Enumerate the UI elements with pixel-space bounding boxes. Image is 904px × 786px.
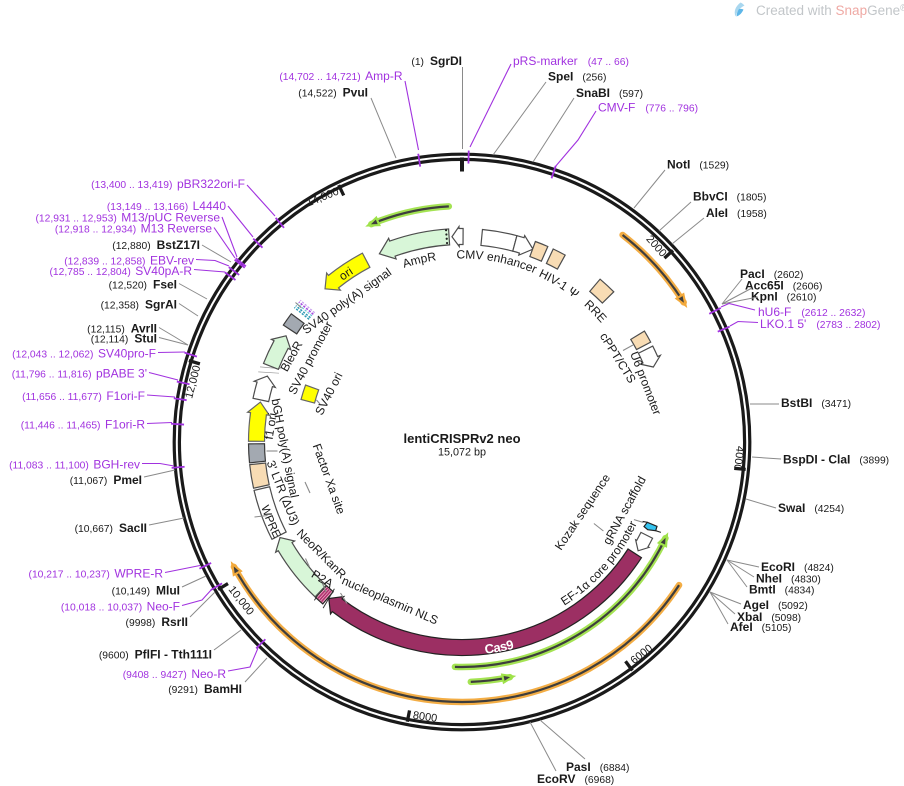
svg-text:(12,358)SgrAI: (12,358)SgrAI xyxy=(101,297,177,311)
svg-text:LKO.1 5'(2783 .. 2802): LKO.1 5'(2783 .. 2802) xyxy=(760,317,880,331)
svg-text:(11,796 .. 11,816)pBABE 3': (11,796 .. 11,816)pBABE 3' xyxy=(12,366,147,380)
svg-text:(12,043 .. 12,062)SV40pro-F: (12,043 .. 12,062)SV40pro-F xyxy=(12,346,156,360)
svg-text:XbaI(5098): XbaI(5098) xyxy=(737,610,801,624)
svg-text:BmtI(4834): BmtI(4834) xyxy=(749,582,814,596)
svg-text:(13,400 .. 13,419)pBR322ori-F: (13,400 .. 13,419)pBR322ori-F xyxy=(91,177,245,191)
svg-text:PasI(6884): PasI(6884) xyxy=(566,760,629,774)
svg-text:(12,785 .. 12,804)SV40pA-R: (12,785 .. 12,804)SV40pA-R xyxy=(50,264,193,278)
svg-text:8000: 8000 xyxy=(412,710,438,725)
svg-text:SnaBI(597): SnaBI(597) xyxy=(576,86,643,100)
svg-text:(9291)BamHI: (9291)BamHI xyxy=(168,682,242,696)
svg-text:BspDI - ClaI(3899): BspDI - ClaI(3899) xyxy=(783,452,889,466)
svg-text:KpnI(2610): KpnI(2610) xyxy=(751,289,816,303)
svg-text:(11,083 .. 11,100)BGH-rev: (11,083 .. 11,100)BGH-rev xyxy=(9,457,140,471)
svg-text:AfeI(5105): AfeI(5105) xyxy=(730,620,791,634)
svg-text:(12,931 .. 12,953)M13/pUC Reve: (12,931 .. 12,953)M13/pUC Reverse xyxy=(36,210,221,224)
svg-text:AleI(1958): AleI(1958) xyxy=(706,206,767,220)
svg-text:SwaI(4254): SwaI(4254) xyxy=(778,501,844,515)
svg-text:(10,667)SacII: (10,667)SacII xyxy=(75,521,147,535)
svg-text:15,072 bp: 15,072 bp xyxy=(438,446,486,458)
svg-text:(13,149 .. 13,166)L4440: (13,149 .. 13,166)L4440 xyxy=(107,199,226,213)
svg-text:pRS-marker(47 .. 66): pRS-marker(47 .. 66) xyxy=(513,54,629,68)
svg-text:(12,839 .. 12,858)EBV-rev: (12,839 .. 12,858)EBV-rev xyxy=(64,253,194,267)
svg-text:NheI(4830): NheI(4830) xyxy=(756,571,821,585)
svg-text:Created with SnapGene®: Created with SnapGene® xyxy=(756,3,904,18)
svg-text:Acc65I(2606): Acc65I(2606) xyxy=(745,278,822,292)
svg-text:(9998)RsrII: (9998)RsrII xyxy=(126,615,188,629)
svg-text:(9408 .. 9427)Neo-R: (9408 .. 9427)Neo-R xyxy=(123,667,227,681)
svg-text:SpeI(256): SpeI(256) xyxy=(548,69,606,83)
svg-text:(12,918 .. 12,934)M13 Reverse: (12,918 .. 12,934)M13 Reverse xyxy=(55,221,212,235)
svg-text:EcoRI(4824): EcoRI(4824) xyxy=(761,560,834,574)
svg-text:lentiCRISPRv2 neo: lentiCRISPRv2 neo xyxy=(403,431,520,446)
svg-text:4000: 4000 xyxy=(731,445,746,471)
svg-text:hU6-F(2612 .. 2632): hU6-F(2612 .. 2632) xyxy=(758,305,865,319)
svg-text:AgeI(5092): AgeI(5092) xyxy=(743,598,808,612)
svg-text:BbvCI(1805): BbvCI(1805) xyxy=(693,189,766,203)
svg-text:(10,217 .. 10,237)WPRE-R: (10,217 .. 10,237)WPRE-R xyxy=(29,566,164,580)
svg-text:Cas9: Cas9 xyxy=(484,637,515,657)
svg-text:(1)SgrDI: (1)SgrDI xyxy=(411,54,462,68)
svg-text:(12,520)FseI: (12,520)FseI xyxy=(109,277,177,291)
svg-text:(14,702 .. 14,721)Amp-R: (14,702 .. 14,721)Amp-R xyxy=(279,69,402,83)
svg-text:(10,018 .. 10,037)Neo-F: (10,018 .. 10,037)Neo-F xyxy=(61,599,180,613)
svg-text:(9600)PflFI - Tth111I: (9600)PflFI - Tth111I xyxy=(99,647,212,661)
svg-text:f1 ori: f1 ori xyxy=(262,412,280,441)
svg-text:CMV-F(776 .. 796): CMV-F(776 .. 796) xyxy=(598,100,698,114)
svg-text:(12,114)StuI: (12,114)StuI xyxy=(91,331,157,345)
svg-text:EcoRV(6968): EcoRV(6968) xyxy=(537,772,614,786)
svg-text:NotI(1529): NotI(1529) xyxy=(667,157,729,171)
svg-text:BstBI(3471): BstBI(3471) xyxy=(781,396,851,410)
svg-text:(12,880)BstZ17I: (12,880)BstZ17I xyxy=(112,238,200,252)
svg-text:(11,656 .. 11,677)F1ori-F: (11,656 .. 11,677)F1ori-F xyxy=(22,389,145,403)
svg-text:(12,115)AvrII: (12,115)AvrII xyxy=(87,321,157,335)
svg-text:(11,446 .. 11,465)F1ori-R: (11,446 .. 11,465)F1ori-R xyxy=(21,417,146,431)
svg-text:PacI(2602): PacI(2602) xyxy=(740,267,803,281)
svg-text:(14,522)PvuI: (14,522)PvuI xyxy=(298,85,368,99)
svg-text:(11,067)PmeI: (11,067)PmeI xyxy=(70,473,142,487)
svg-text:(10,149)MluI: (10,149)MluI xyxy=(112,583,180,597)
